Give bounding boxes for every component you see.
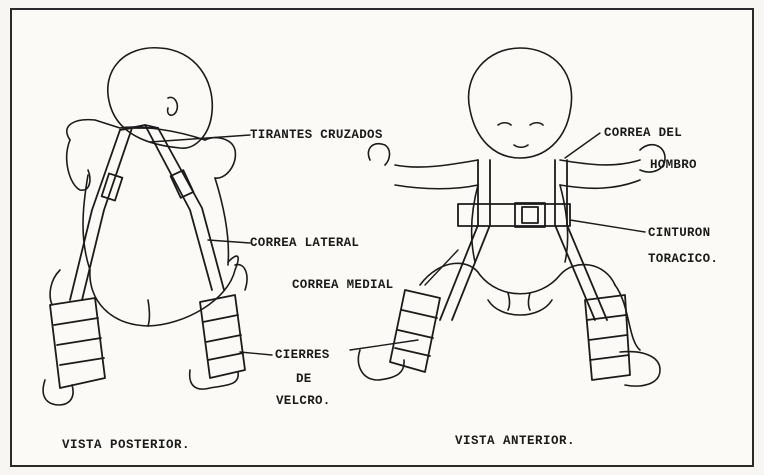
posterior-baby-figure	[43, 48, 247, 405]
posterior-leg-cuffs	[50, 295, 245, 388]
label-velcro-line1: CIERRES	[275, 348, 330, 362]
label-chest-line2: TORACICO.	[648, 252, 718, 266]
caption-anterior-view: VISTA ANTERIOR.	[455, 434, 575, 448]
posterior-crossed-straps	[70, 125, 224, 300]
label-velcro-line2: DE	[296, 372, 312, 386]
anterior-chest-belt	[458, 203, 570, 227]
caption-posterior-view: VISTA POSTERIOR.	[62, 438, 190, 452]
anterior-shoulder-straps	[440, 160, 607, 320]
label-crossed-straps: TIRANTES CRUZADOS	[250, 128, 383, 142]
label-shoulder-line1: CORREA DEL	[604, 126, 682, 140]
label-lateral-strap: CORREA LATERAL	[250, 236, 359, 250]
label-velcro-line3: VELCRO.	[276, 394, 331, 408]
label-chest-line1: CINTURON	[648, 226, 710, 240]
label-medial-strap: CORREA MEDIAL	[292, 278, 393, 292]
label-shoulder-line2: HOMBRO	[650, 158, 697, 172]
